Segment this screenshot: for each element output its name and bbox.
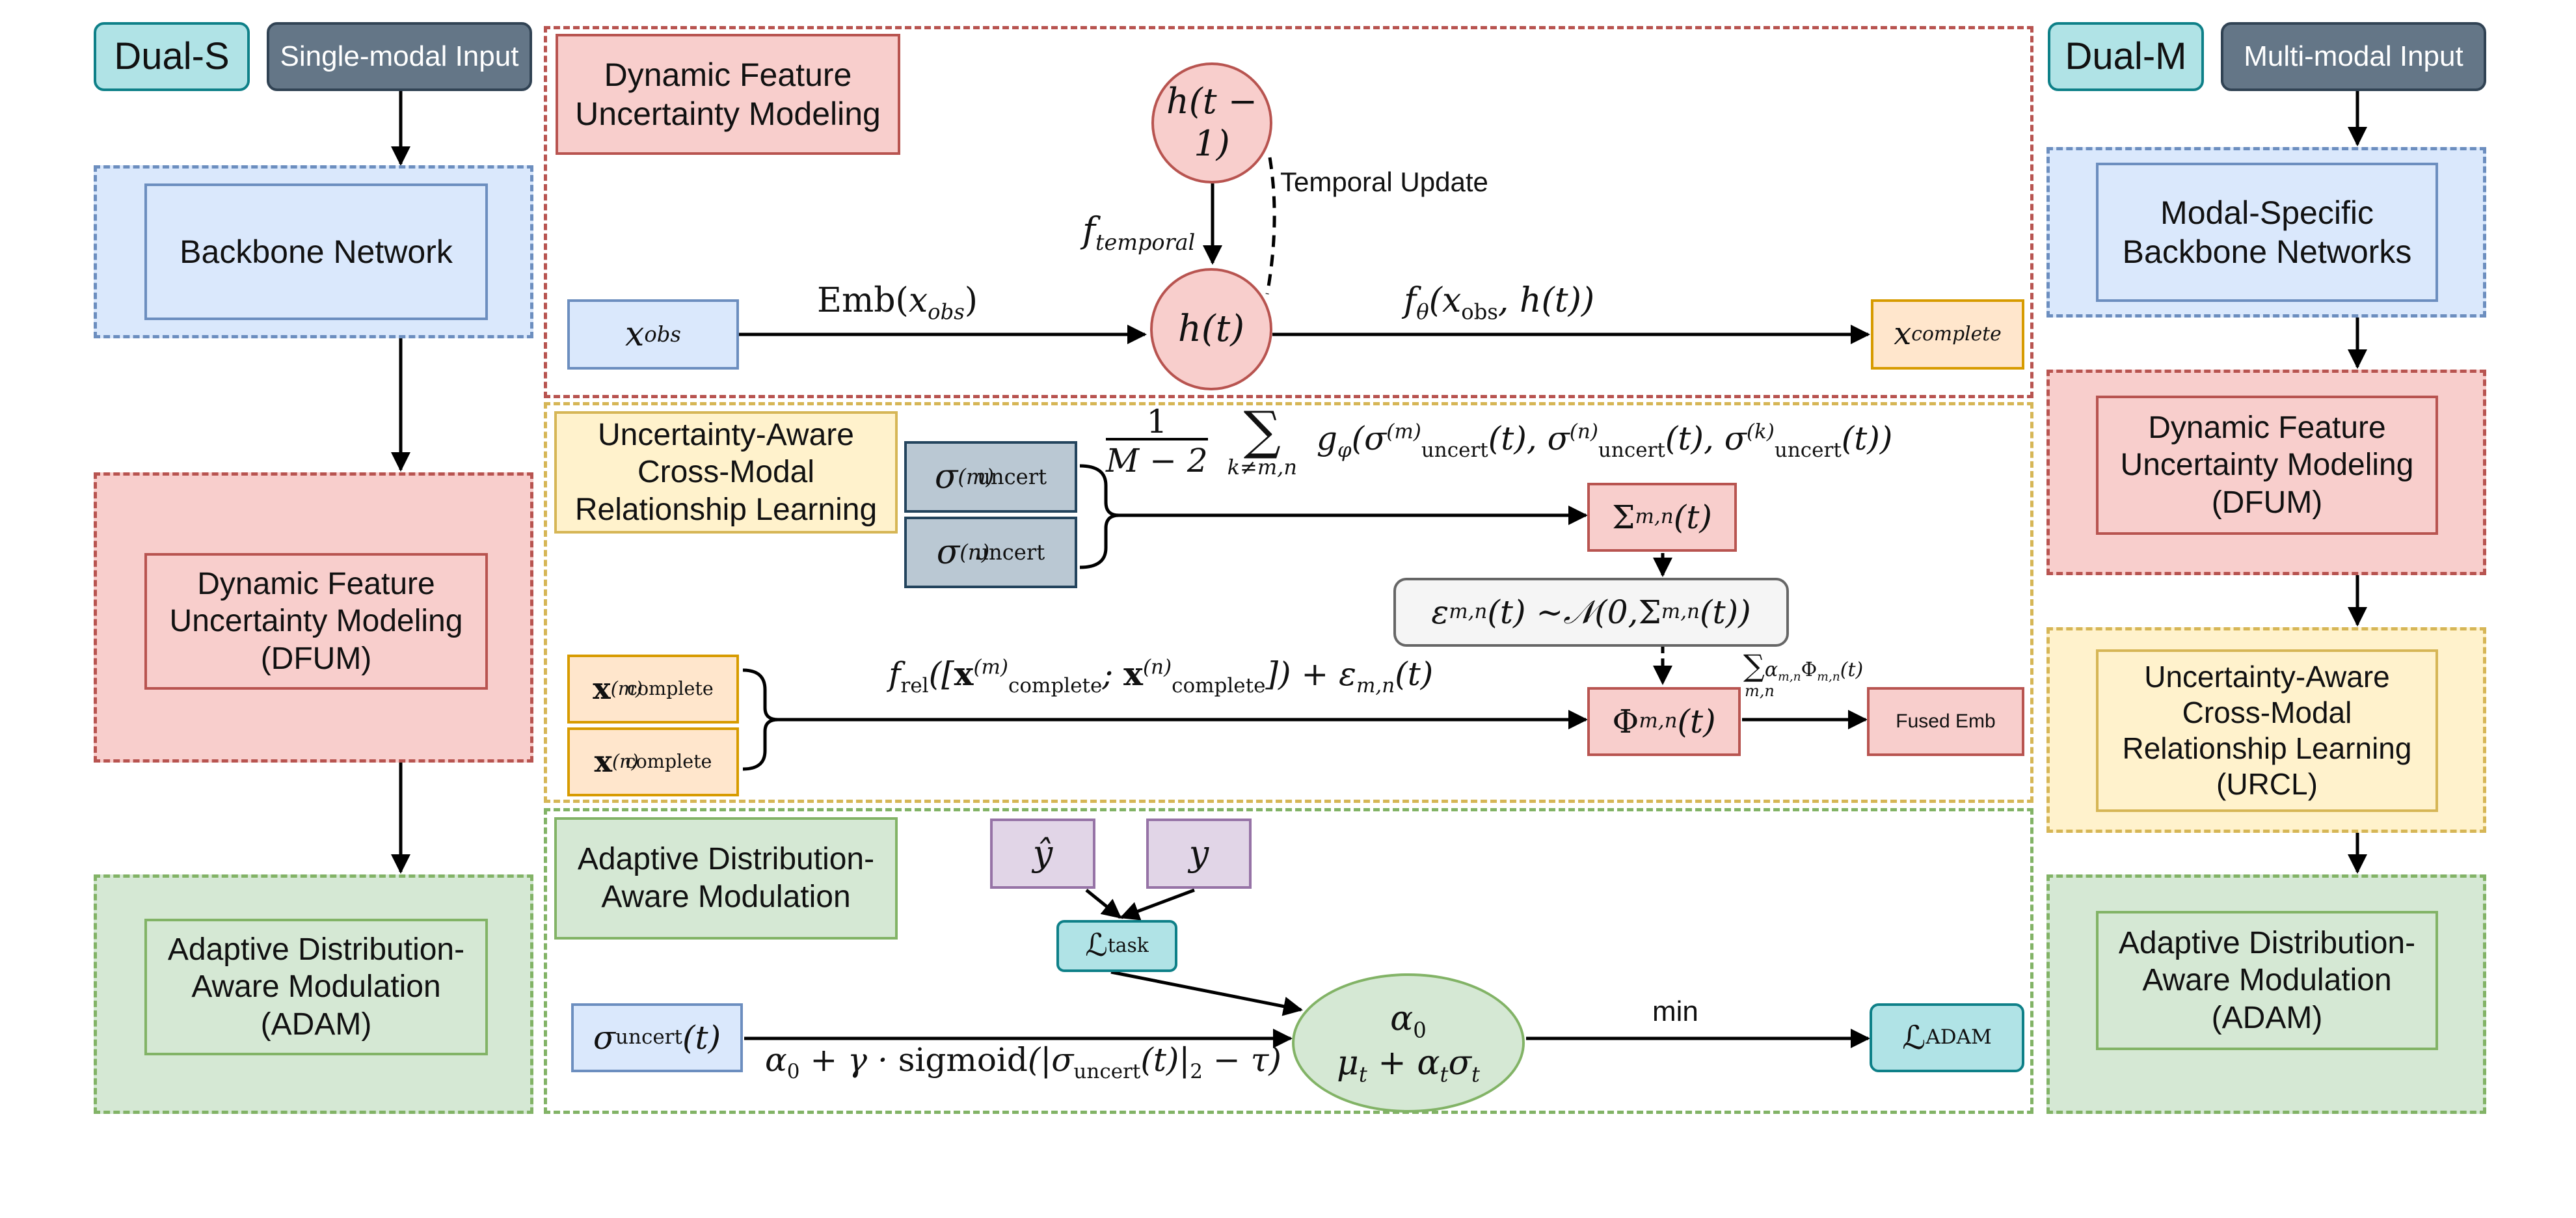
- sigma-m-node: σ(m)uncert: [904, 441, 1077, 513]
- sum-formula: 1 M − 2 ∑ k≠m,n gφ(σ(m)uncert(t), σ(n)un…: [1106, 400, 1893, 480]
- adam-module-right: Adaptive Distribution- Aware Modulation …: [2096, 911, 2438, 1050]
- dual-s-tag: Dual-S: [94, 22, 250, 91]
- urcl-panel-border: [544, 402, 2033, 803]
- temporal-update-dashed: [1265, 157, 1276, 295]
- dfum-panel-border: [544, 26, 2033, 398]
- dual-m-tag: Dual-M: [2048, 22, 2204, 91]
- urcl-panel-title: Uncertainty-Aware Cross-Modal Relationsh…: [554, 411, 898, 534]
- min-label: min: [1652, 995, 1698, 1027]
- dfum-module-left: Dynamic Feature Uncertainty Modeling (DF…: [144, 553, 488, 690]
- arrow-yhat-to-Ltask: [1085, 889, 1122, 919]
- h-prev-node: h(t − 1): [1151, 62, 1272, 183]
- adam-panel-title: Adaptive Distribution- Aware Modulation: [554, 817, 898, 940]
- dfum-panel-title: Dynamic Feature Uncertainty Modeling: [556, 34, 900, 155]
- sigma-n-node: σ(n)uncert: [904, 517, 1077, 588]
- alpha-formula: α0 + γ · sigmoid(|σuncert(t)|2 − τ): [765, 1041, 1281, 1083]
- single-modal-input: Single-modal Input: [267, 22, 532, 91]
- fused-sum-sub: m,n: [1745, 682, 1775, 700]
- y-node: y: [1146, 819, 1252, 889]
- x-complete-m-node: x(m)complete: [567, 655, 739, 724]
- urcl-module-right: Uncertainty-Aware Cross-Modal Relationsh…: [2096, 649, 2438, 812]
- x-complete-n-node: x(n)complete: [567, 727, 739, 796]
- multi-modal-input: Multi-modal Input: [2221, 22, 2486, 91]
- modulation-ellipse: α0 μt + αtσt: [1292, 973, 1525, 1113]
- f-temporal-label: ftemporal: [1082, 210, 1196, 255]
- adam-module-left: Adaptive Distribution- Aware Modulation …: [144, 919, 488, 1055]
- adam-panel-border: [544, 808, 2033, 1114]
- backbone-network: Backbone Network: [144, 183, 488, 320]
- f-rel-formula: frel([x(m)complete; x(n)complete]) + εm,…: [889, 655, 1434, 697]
- fused-emb-node: Fused Emb: [1867, 687, 2024, 756]
- dfum-module-right: Dynamic Feature Uncertainty Modeling (DF…: [2096, 396, 2438, 535]
- modal-specific-backbone: Modal-Specific Backbone Networks: [2096, 163, 2438, 302]
- f-theta-label: fθ(xobs, h(t)): [1404, 281, 1595, 325]
- emb-label: Emb(xobs): [817, 281, 978, 325]
- temporal-update-label: Temporal Update: [1280, 167, 1488, 197]
- h-current-node: h(t): [1150, 268, 1272, 390]
- y-hat-node: ŷ: [990, 819, 1095, 889]
- fused-sum-formula: ∑αm,nΦm,n(t): [1743, 648, 1864, 684]
- arrow-y-to-Ltask: [1120, 888, 1195, 921]
- arrow-Ltask-to-ellipse: [1110, 970, 1303, 1016]
